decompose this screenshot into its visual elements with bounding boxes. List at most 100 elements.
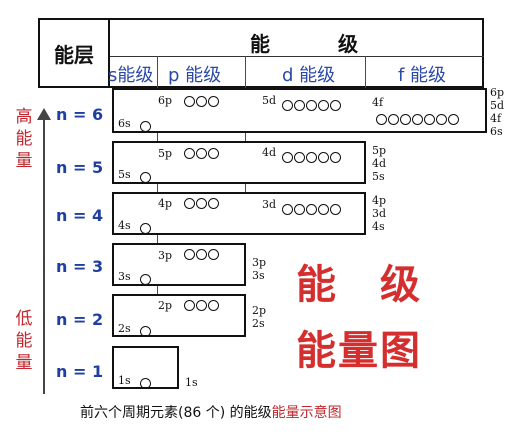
orbital-circle — [412, 114, 423, 125]
orbital-circle — [282, 204, 293, 215]
orbital-label-4d: 4d — [262, 146, 277, 159]
orbital-circle — [196, 148, 207, 159]
orbital-circle — [196, 198, 207, 209]
energy-arrow-shaft — [43, 118, 45, 394]
layer-label-n1: n = 1 — [56, 362, 104, 381]
orbital-group-4p — [184, 198, 220, 210]
caption-highlight: 能量示意图 — [271, 405, 342, 421]
d-sublevel-label: d 能级 — [282, 65, 336, 86]
orbital-circle — [196, 96, 207, 107]
orbital-group-5s — [140, 168, 152, 187]
energy-layer-header: 能层 — [40, 20, 110, 86]
orbital-group-2s — [140, 322, 152, 341]
big-title-line1: 能 级 — [296, 262, 422, 308]
orbital-group-5d — [282, 100, 342, 112]
orbital-label-6p: 6p — [158, 94, 173, 107]
orbital-circle — [388, 114, 399, 125]
orbital-circle — [330, 204, 341, 215]
orbital-group-4s — [140, 219, 152, 238]
layer-box-n2 — [112, 294, 246, 337]
orbital-label-3s: 3s — [118, 270, 131, 283]
orbital-label-4p: 4p — [158, 197, 173, 210]
orbital-circle — [318, 100, 329, 111]
header-divider — [110, 56, 484, 57]
orbital-circle — [184, 198, 195, 209]
orbital-circle — [196, 249, 207, 260]
orbital-label-3p: 3p — [158, 249, 173, 262]
orbital-label-5s: 5s — [118, 168, 131, 181]
energy-level-header: 能 级 — [250, 32, 360, 56]
orbital-circle — [140, 223, 151, 234]
p-d-column-line — [245, 56, 246, 214]
orbital-circle — [294, 204, 305, 215]
orbital-circle — [184, 300, 195, 311]
orbital-circle — [376, 114, 387, 125]
orbital-group-3s — [140, 270, 152, 289]
p-sublevel-label: p 能级 — [168, 65, 222, 86]
orbital-label-2s: 2s — [118, 322, 131, 335]
orbital-group-3p — [184, 249, 220, 261]
header-table — [38, 18, 484, 88]
orbital-group-6p — [184, 96, 220, 108]
high-energy-label: 高能量 — [15, 107, 33, 171]
orbital-label-4f: 4f — [372, 96, 384, 109]
orbital-circle — [306, 204, 317, 215]
orbital-label-2p: 2p — [158, 299, 173, 312]
orbital-circle — [448, 114, 459, 125]
orbital-group-6s — [140, 117, 152, 136]
orbital-circle — [140, 326, 151, 337]
orbital-circle — [208, 300, 219, 311]
orbital-circle — [208, 148, 219, 159]
layer-n1-order-list: 1s — [185, 376, 198, 389]
orbital-label-1s: 1s — [118, 374, 131, 387]
layer-label-n4: n = 4 — [56, 206, 104, 225]
orbital-label-5d: 5d — [262, 94, 277, 107]
s-sublevel-label: s能级 — [108, 65, 154, 86]
orbital-circle — [306, 100, 317, 111]
orbital-circle — [282, 152, 293, 163]
layer-label-n3: n = 3 — [56, 257, 104, 276]
orbital-group-4f — [376, 114, 460, 126]
orbital-circle — [140, 274, 151, 285]
orbital-circle — [208, 96, 219, 107]
orbital-circle — [318, 152, 329, 163]
orbital-group-3d — [282, 204, 342, 216]
orbital-circle — [184, 96, 195, 107]
orbital-circle — [140, 378, 151, 389]
orbital-group-2p — [184, 300, 220, 312]
energy-arrow-head — [37, 108, 51, 120]
orbital-circle — [400, 114, 411, 125]
figure-caption: 前六个周期元素(86 个) 的能级能量示意图 — [80, 402, 342, 422]
orbital-circle — [424, 114, 435, 125]
orbital-label-6s: 6s — [118, 117, 131, 130]
orbital-group-4d — [282, 152, 342, 164]
layer-label-n6: n = 6 — [56, 105, 104, 124]
orbital-group-1s — [140, 374, 152, 393]
s-p-column-line — [157, 56, 158, 316]
layer-box-n3 — [112, 243, 246, 286]
layer-label-n2: n = 2 — [56, 310, 104, 329]
orbital-label-4s: 4s — [118, 219, 131, 232]
orbital-circle — [436, 114, 447, 125]
big-title-line2: 能量图 — [296, 328, 422, 374]
orbital-circle — [330, 152, 341, 163]
orbital-circle — [140, 172, 151, 183]
orbital-circle — [306, 152, 317, 163]
caption-main: 前六个周期元素(86 个) 的能级 — [80, 405, 272, 421]
orbital-circle — [282, 100, 293, 111]
orbital-group-5p — [184, 148, 220, 160]
layer-label-n5: n = 5 — [56, 158, 104, 177]
orbital-label-3d: 3d — [262, 198, 277, 211]
orbital-circle — [318, 204, 329, 215]
orbital-circle — [184, 249, 195, 260]
orbital-circle — [140, 121, 151, 132]
orbital-circle — [208, 249, 219, 260]
orbital-circle — [330, 100, 341, 111]
orbital-circle — [294, 100, 305, 111]
orbital-circle — [184, 148, 195, 159]
low-energy-label: 低能量 — [15, 309, 33, 373]
